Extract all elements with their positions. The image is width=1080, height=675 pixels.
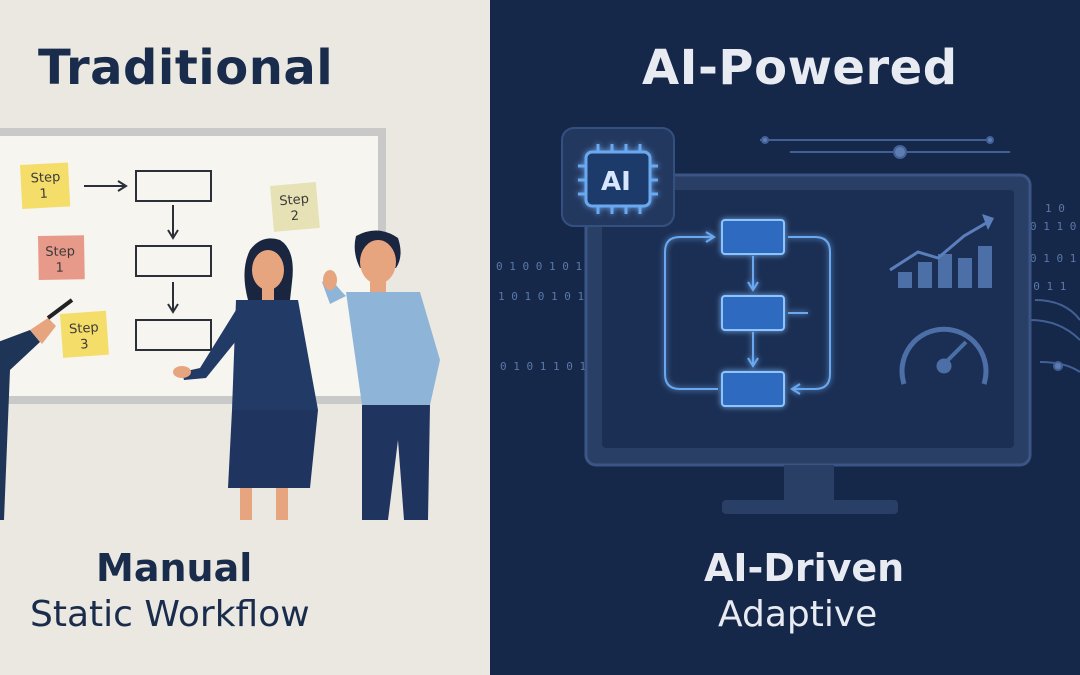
ai-illustration: 0 1 0 0 1 0 1 3 1 0 1 0 1 0 1 0 1 0 1 1 … [496,127,1080,514]
binary-row-5: 1 0 [1045,202,1065,215]
traditional-caption-primary: Manual [96,546,253,590]
binary-stream: 0 1 0 0 1 0 1 3 1 0 1 0 1 0 1 0 1 0 1 1 … [496,202,1080,373]
traditional-title: Traditional [38,40,334,96]
traditional-caption-secondary: Static Workflow [30,594,310,635]
flow-box-2 [135,245,212,277]
binary-row-7: 0 1 0 1 [1030,252,1076,265]
ai-powered-panel: 0 1 0 0 1 0 1 3 1 0 1 0 1 0 1 0 1 0 1 1 … [490,0,1080,675]
growth-chart-icon [889,214,994,288]
circuit-lines [760,136,1080,373]
traditional-illustration: Step 1 Step 1 Step 3 Step 2 [0,128,440,520]
person-pointing-left [0,298,74,520]
sticky-note-3: Step 3 [59,310,109,358]
sticky-note-3-label: Step [69,320,100,337]
sticky-note-2-label: Step [45,244,75,260]
sticky-note-4-label: Step [279,192,310,210]
sticky-note-1-label: Step [30,170,60,187]
flow-box-3 [135,319,212,351]
ai-powered-title: AI-Powered [642,40,958,96]
binary-row-4: 0 1 1 0 1 [1030,220,1080,233]
monitor [584,173,1032,514]
adaptive-flow [664,219,831,407]
sticky-note-2: Step 1 [38,235,85,280]
sticky-note-1: Step 1 [20,162,71,209]
flow-arrows [84,180,179,314]
binary-row-3: 0 1 0 1 1 0 1 [500,360,586,373]
person-woman [173,238,318,520]
binary-row-1: 0 1 0 0 1 0 1 3 [496,260,595,273]
sticky-note-1-number: 1 [39,187,48,202]
ai-chip-icon: AI [561,127,675,227]
sticky-note-2-number: 1 [55,261,64,276]
binary-row-2: 1 0 1 0 1 0 1 [498,290,584,303]
ai-caption-primary: AI-Driven [704,546,905,590]
person-man [322,230,440,520]
speedometer-icon [899,326,989,385]
sticky-note-3-number: 3 [80,337,89,353]
ai-caption-secondary: Adaptive [718,594,878,635]
ai-chip-label: AI [601,167,631,197]
flow-box-1 [135,170,212,202]
sticky-note-4: Step 2 [270,181,320,232]
traditional-panel: Step 1 Step 1 Step 3 Step 2 [0,0,490,675]
sticky-note-4-number: 2 [290,209,300,225]
binary-row-6: 1 0 1 1 [1020,280,1066,293]
